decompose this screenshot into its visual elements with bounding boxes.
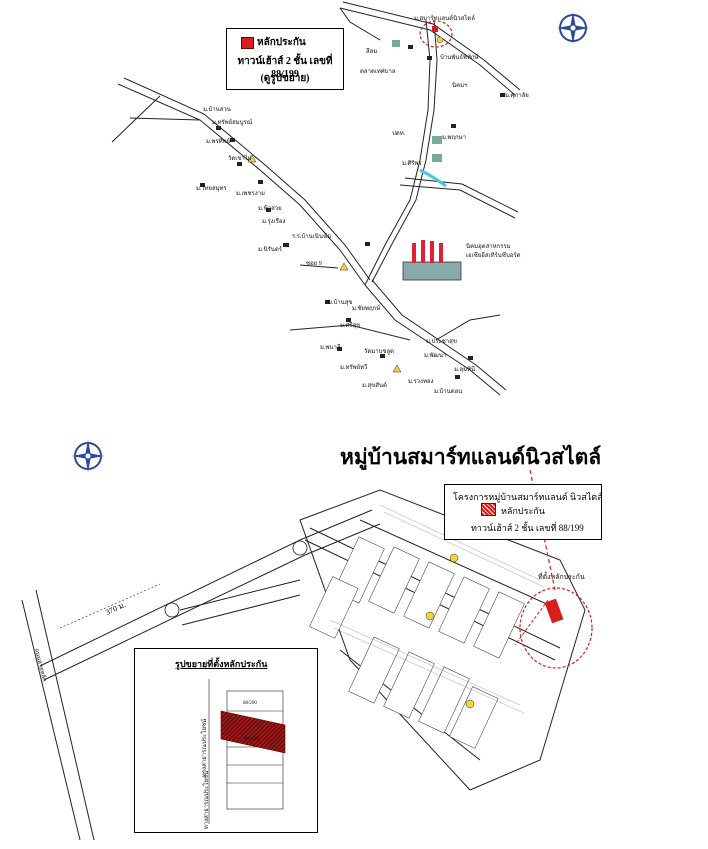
label: ม.นิรันดร์ (258, 247, 282, 253)
label: ตลาดเทศบาล (360, 69, 396, 75)
collateral-marker-swatch (481, 503, 496, 516)
label: ม.ลุมพินี (454, 367, 476, 373)
label: ม.บ้านดอน (434, 389, 463, 395)
legend-note: (ดูรูปขยาย) (260, 73, 310, 84)
label: นิคมฯ (452, 83, 468, 89)
site-plan-map (21, 470, 593, 841)
label: ม.ชัยพฤกษ์ (352, 306, 381, 312)
label: ม.เพชรงาม (236, 191, 266, 197)
location-callout-circle (419, 20, 453, 48)
label: ปตท. (392, 131, 406, 137)
power-plant-label: นิคมอุตสาหกรรม เอเซียอีสเทิร์นซีบอร์ด (466, 244, 521, 259)
label: ม.ทรัพย์ทวี (340, 365, 368, 371)
legend-marker-label: หลักประกัน (257, 37, 306, 48)
label: วัดมาบชลูด (364, 349, 395, 355)
label: บ้านพันธ์พิทักษ์ (440, 55, 479, 61)
unit-top-label: 88/200 (243, 701, 257, 706)
label: ม.บ้านสวน (203, 107, 231, 113)
road-label: ทางสาธารณประโยชน์ (202, 718, 209, 778)
top-legend: หลักประกัน ทาวน์เฮ้าส์ 2 ชั้น เลขที่ 88/… (226, 28, 344, 90)
collateral-marker-swatch (241, 37, 254, 49)
road-label: ทางสาธารณประโยชน์ (204, 770, 211, 830)
label: ม.ศรีสุข (340, 323, 361, 329)
label: ม.พฤกษา (442, 135, 466, 141)
label: ม.พนาลี (320, 345, 341, 351)
label: ม.พัฒนา (424, 353, 447, 359)
label: ม.สมาร์ทแลนด์นิวสไตล์ (414, 16, 475, 22)
label: ร.ร.บ้านเนินฆ้อ (292, 234, 332, 240)
power-plant-icon (402, 240, 462, 281)
legend-unit-label: ทาวน์เฮ้าส์ 2 ชั้น เลขที่ 88/199 (237, 56, 333, 80)
detail-plan (208, 679, 286, 824)
compass-icon (72, 440, 104, 472)
location-callout-label: ที่ตั้งหลักประกัน (538, 573, 585, 581)
label: ม.รุ่งเรือง (262, 219, 286, 225)
legend-project-name: โครงการหมู่บ้านสมาร์ทแลนด์ นิวสไตล์ (453, 492, 603, 502)
label: ม.ทรัพย์สมบูรณ์ (212, 120, 253, 126)
legend-marker-label: หลักประกัน (501, 506, 545, 516)
bottom-legend: โครงการหมู่บ้านสมาร์ทแลนด์ นิวสไตล์ หลัก… (444, 484, 603, 540)
label: ม.สุขสันต์ (362, 383, 387, 389)
detail-title: รูปขยายที่ตั้งหลักประกัน (175, 659, 268, 669)
label: ม.ฟ้าสวย (258, 206, 282, 212)
label: ซอย 9 (306, 261, 322, 267)
detail-inset: รูปขยายที่ตั้งหลักประกัน 88/200 88/199 ท… (134, 648, 318, 833)
collateral-marker (544, 598, 564, 624)
page-title: หมู่บ้านสมาร์ทแลนด์นิวสไตล์ (340, 445, 602, 469)
unit-collateral-label: 88/199 (245, 737, 259, 742)
label: ม.ประชาสุข (426, 339, 457, 345)
label: วัดเขาไผ่ (228, 156, 252, 162)
top-location-map (111, 1, 521, 396)
label: ม.บ้านสุข (328, 300, 353, 306)
label: สีลม (366, 49, 378, 55)
legend-unit-label: ทาวน์เฮ้าส์ 2 ชั้น เลขที่ 88/199 (471, 523, 584, 533)
compass-icon (557, 12, 589, 44)
collateral-lot (220, 710, 286, 754)
label: ม.รวงทอง (408, 379, 434, 385)
label: ม.ศิริพร (402, 161, 422, 167)
label: ม.ไทยสมุทร (196, 186, 227, 192)
label: ม.พรทิพย์ (206, 139, 231, 145)
label: ม.ศุภาลัย (505, 93, 529, 99)
